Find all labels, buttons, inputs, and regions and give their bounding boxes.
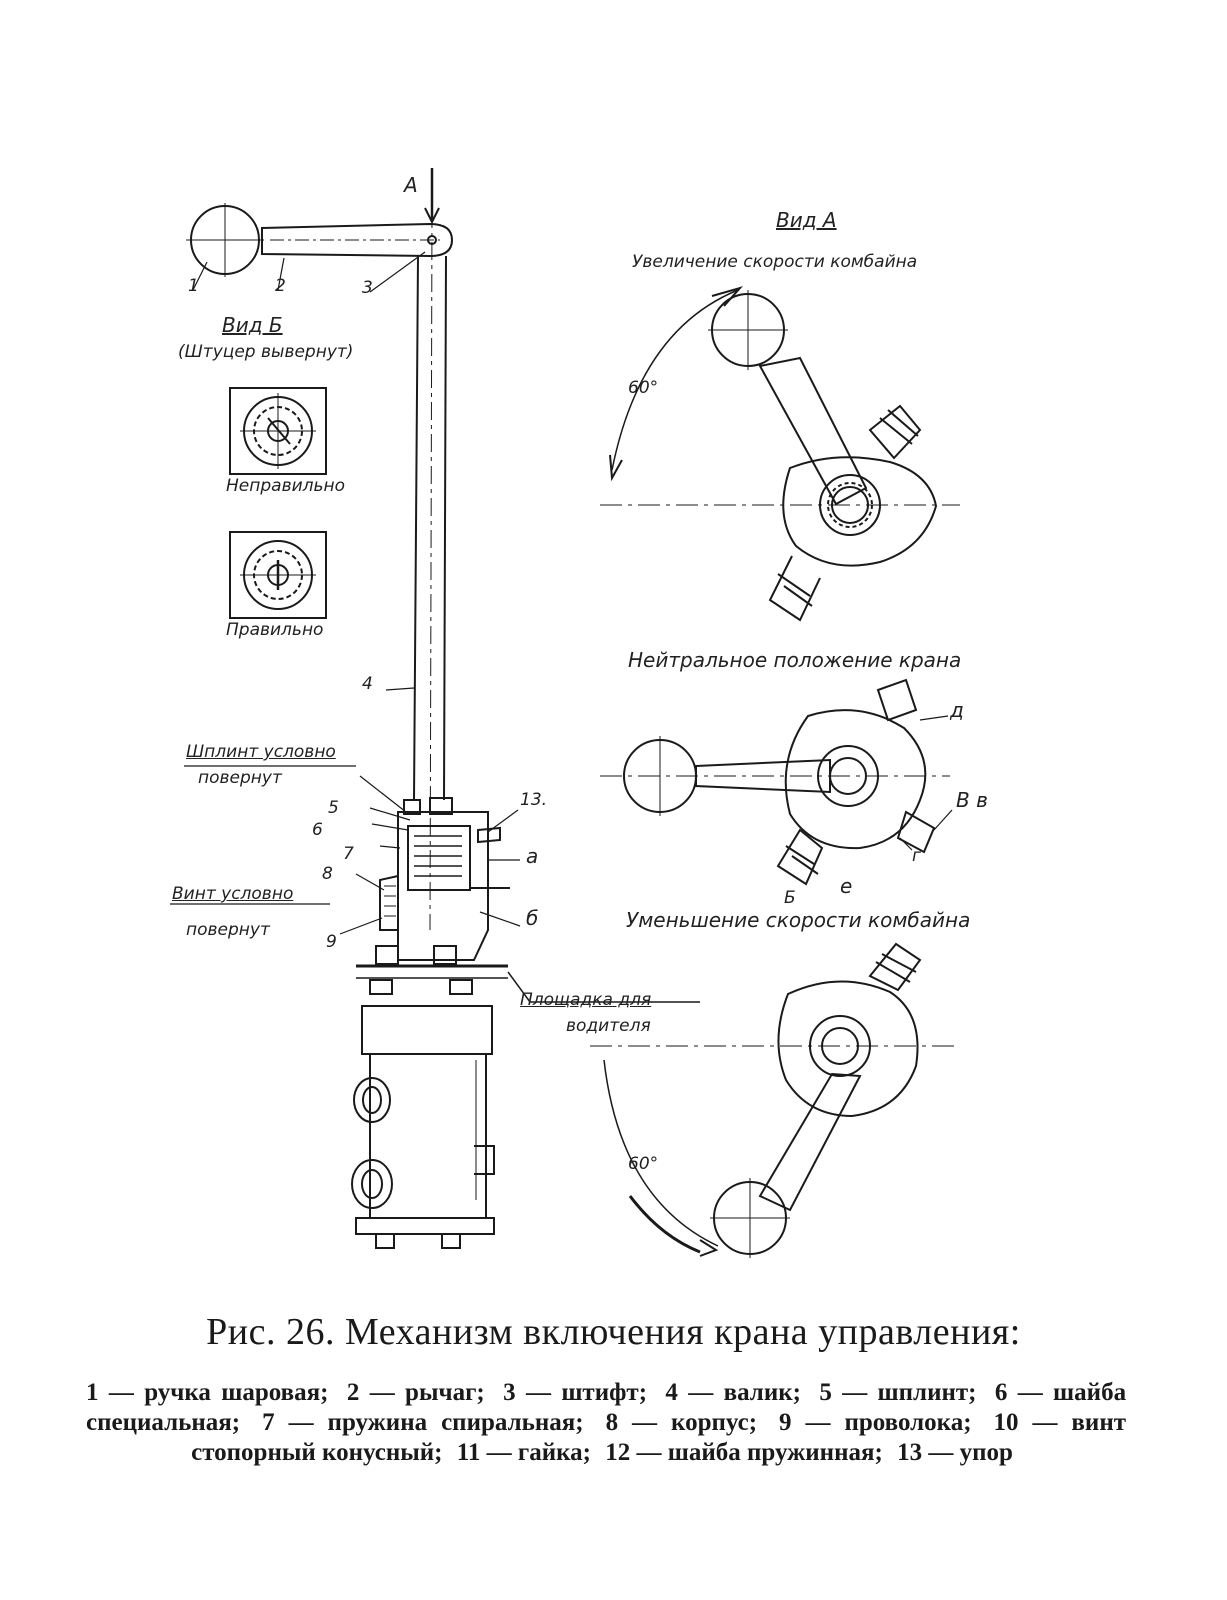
part-8-label: 8 xyxy=(322,864,333,884)
cotter-note-line-2: повернут xyxy=(198,768,282,788)
view-a-arrow xyxy=(424,168,440,225)
view-b-correct-housing xyxy=(229,531,327,619)
letter-b-label: б xyxy=(526,906,539,930)
figure-legend: 1 — ручка шаровая; 2 — рычаг; 3 — штифт;… xyxy=(86,1378,1126,1468)
legend-item: 7 — пружина спиральная; xyxy=(262,1409,584,1436)
part-13-label: 13. xyxy=(520,790,548,810)
decrease-speed-label: Уменьшение скорости комбайна xyxy=(626,908,971,932)
incorrect-label: Неправильно xyxy=(226,476,346,496)
neutral-label: Нейтральное положение крана xyxy=(628,648,962,672)
shaft-4 xyxy=(413,209,447,931)
part-2-label: 2 xyxy=(275,276,286,296)
part-6-label: 6 xyxy=(312,820,323,840)
legend-item: 1 — ручка шаровая; xyxy=(86,1379,329,1406)
screw-note-line-1: Винт условно xyxy=(172,884,294,904)
figure-caption: Рис. 26. Механизм включения крана управл… xyxy=(206,1311,1021,1353)
platform xyxy=(356,945,700,1003)
part-4-label: 4 xyxy=(362,674,373,694)
port-e-label: е xyxy=(840,874,853,898)
platform-label-line-1: Площадка для xyxy=(520,990,652,1010)
valve-decrease-position xyxy=(590,942,960,1258)
valve-neutral-position xyxy=(600,678,953,886)
angle-bottom-label: 60° xyxy=(628,1154,659,1174)
view-b-subtitle: (Штуцер вывернут) xyxy=(178,342,354,362)
legend-item: 11 — гайка; xyxy=(456,1439,591,1466)
legend-item: 9 — проволока; xyxy=(779,1409,972,1436)
legend-item: 5 — шплинт; xyxy=(819,1379,977,1406)
port-gamma-label: г xyxy=(912,846,921,866)
increase-speed-label: Увеличение скорости комбайна xyxy=(632,252,918,272)
legend-item: 6 — шайба специальная; xyxy=(86,1379,1127,1436)
port-v-label: В в xyxy=(956,788,988,812)
part-7-label: 7 xyxy=(343,844,354,864)
legend-item: 8 — корпус; xyxy=(605,1409,758,1436)
view-b-incorrect-housing xyxy=(229,387,327,475)
valve-body xyxy=(351,1005,495,1249)
arrow-a-label: А xyxy=(404,173,418,197)
legend-item: 10 — винт стопорный конусный; xyxy=(191,1409,1127,1466)
legend-item: 13 — упор xyxy=(897,1439,1013,1466)
legend-item: 2 — рычаг; xyxy=(346,1379,485,1406)
legend-item: 4 — валик; xyxy=(665,1379,801,1406)
angle-top-label: 60° xyxy=(628,378,659,398)
valve-increase-position xyxy=(600,286,960,622)
ball-handle-1 xyxy=(186,203,264,277)
part-5-label: 5 xyxy=(328,798,339,818)
part-3-label: 3 xyxy=(362,278,373,298)
mechanism-drawing xyxy=(170,168,960,1258)
platform-label-line-2: водителя xyxy=(566,1016,651,1036)
port-g-label: д xyxy=(950,698,964,722)
legend-item: 12 — шайба пружинная; xyxy=(605,1439,883,1466)
screw-note-line-2: повернут xyxy=(186,920,270,940)
view-a-title: Вид А xyxy=(776,208,837,232)
letter-a-label: а xyxy=(526,844,539,868)
legend-item: 3 — штифт; xyxy=(503,1379,648,1406)
part-1-label: 1 xyxy=(188,276,199,296)
housing-8 xyxy=(379,797,510,961)
view-b-title: Вид Б xyxy=(222,313,283,337)
lever-2 xyxy=(261,222,454,258)
part-9-label: 9 xyxy=(326,932,337,952)
port-b-label: Б xyxy=(784,888,796,908)
correct-label: Правильно xyxy=(226,620,324,640)
cotter-note-line-1: Шплинт условно xyxy=(186,742,336,762)
